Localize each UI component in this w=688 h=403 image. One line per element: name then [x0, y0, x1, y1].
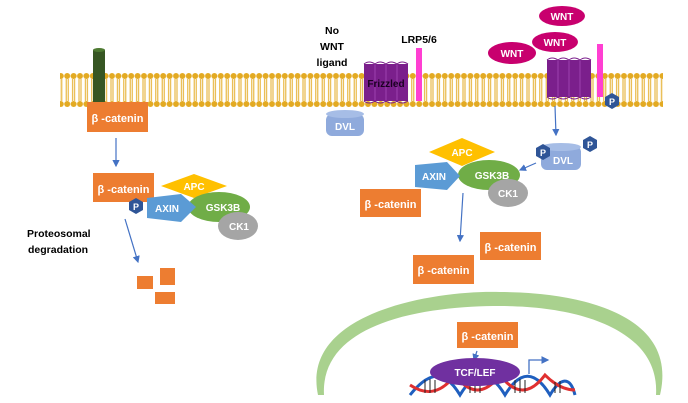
fragment: [160, 268, 175, 285]
phospho-dvl: P: [536, 144, 550, 160]
no-wnt-label-line1: No: [325, 25, 339, 37]
no-wnt-label-line3: ligand: [317, 57, 348, 69]
degradation-label-line1: Proteosomal: [27, 228, 91, 240]
left-panel: β -catenin β -catenin APC GSK3B CK1 AXIN…: [27, 48, 258, 304]
beta-catenin-free-label: β -catenin: [365, 199, 417, 211]
beta-catenin-nuclear: β -catenin: [457, 322, 518, 348]
arrow-receptor-to-dvl: [552, 105, 560, 137]
phospho-hexagon: [129, 198, 143, 214]
dvl-active-label: DVL: [553, 156, 573, 167]
apc-label: APC: [183, 182, 204, 193]
frizzled-receptor-active: [546, 57, 592, 100]
dvl-inactive: DVL: [326, 110, 364, 136]
axin-label: AXIN: [155, 204, 179, 215]
beta-catenin-free: β -catenin: [480, 232, 541, 260]
gsk3b-label: GSK3B: [475, 171, 509, 182]
degraded-fragments: [137, 268, 175, 304]
beta-catenin-free-label: β -catenin: [485, 242, 537, 254]
arrow-dvl-to-complex: [518, 162, 537, 171]
no-wnt-label-line2: WNT: [320, 41, 344, 53]
lrp56-coreceptor-inactive: [416, 48, 422, 101]
phospho-label: P: [587, 140, 593, 150]
beta-catenin-free-label: β -catenin: [418, 265, 470, 277]
destruction-complex-right: APC GSK3B CK1 AXIN: [415, 138, 528, 207]
wnt-ligand: WNT: [539, 6, 585, 26]
beta-catenin-free: β -catenin: [413, 255, 474, 284]
frizzled-receptor-inactive: Frizzled: [363, 61, 409, 104]
tcf-lef-label: TCF/LEF: [454, 368, 495, 379]
tcf-lef-factor: TCF/LEF: [430, 358, 520, 386]
ck1-shape: [488, 179, 528, 207]
beta-catenin-membrane-box: β -catenin: [87, 102, 148, 132]
dvl-inactive-label: DVL: [335, 122, 355, 133]
transcription-start-arrow: [528, 356, 550, 374]
axin-shape: [415, 162, 460, 190]
fragment: [155, 292, 175, 304]
beta-catenin-cytoplasm-box: β -catenin: [93, 173, 154, 202]
wnt-ligand-label: WNT: [544, 38, 567, 49]
axin-label: AXIN: [422, 172, 446, 183]
apc-label: APC: [451, 148, 472, 159]
wnt-ligand: WNT: [532, 32, 578, 52]
lrp56-coreceptor-active: [597, 44, 603, 97]
axin-shape: [147, 194, 196, 222]
fragment: [137, 276, 153, 289]
phospho-label: P: [540, 148, 546, 158]
lrp56-label: LRP5/6: [401, 34, 437, 46]
arrow-to-degradation: [124, 218, 140, 264]
phospho-lrp: P: [605, 93, 619, 109]
wnt-ligand-label: WNT: [501, 49, 524, 60]
phospho-label: P: [609, 97, 615, 107]
ck1-label: CK1: [498, 189, 518, 200]
apc-shape: [429, 138, 495, 166]
wnt-ligand-label: WNT: [551, 12, 574, 23]
ck1-shape: [218, 212, 258, 240]
apc-shape: [161, 174, 227, 198]
phospho-label: P: [133, 202, 139, 212]
right-panel: No WNT ligand Frizzled LRP5/6 DVL WNT: [316, 6, 663, 398]
arrow-complex-to-cytoplasm: [456, 192, 464, 243]
degradation-label-line2: degradation: [28, 244, 88, 256]
beta-catenin-membrane-label: β -catenin: [92, 113, 144, 125]
beta-catenin-cytoplasm-label: β -catenin: [98, 184, 150, 196]
wnt-ligand: WNT: [488, 42, 536, 64]
dvl-active: DVL: [541, 143, 581, 170]
membrane-anchor-protein: [93, 48, 105, 103]
beta-catenin-free: β -catenin: [360, 189, 421, 217]
frizzled-label: Frizzled: [367, 79, 404, 90]
beta-catenin-nuclear-label: β -catenin: [462, 331, 514, 343]
destruction-complex-left: APC GSK3B CK1 AXIN P: [129, 174, 258, 240]
phospho-dvl: P: [583, 136, 597, 152]
ck1-label: CK1: [229, 222, 249, 233]
gsk3b-label: GSK3B: [206, 203, 240, 214]
